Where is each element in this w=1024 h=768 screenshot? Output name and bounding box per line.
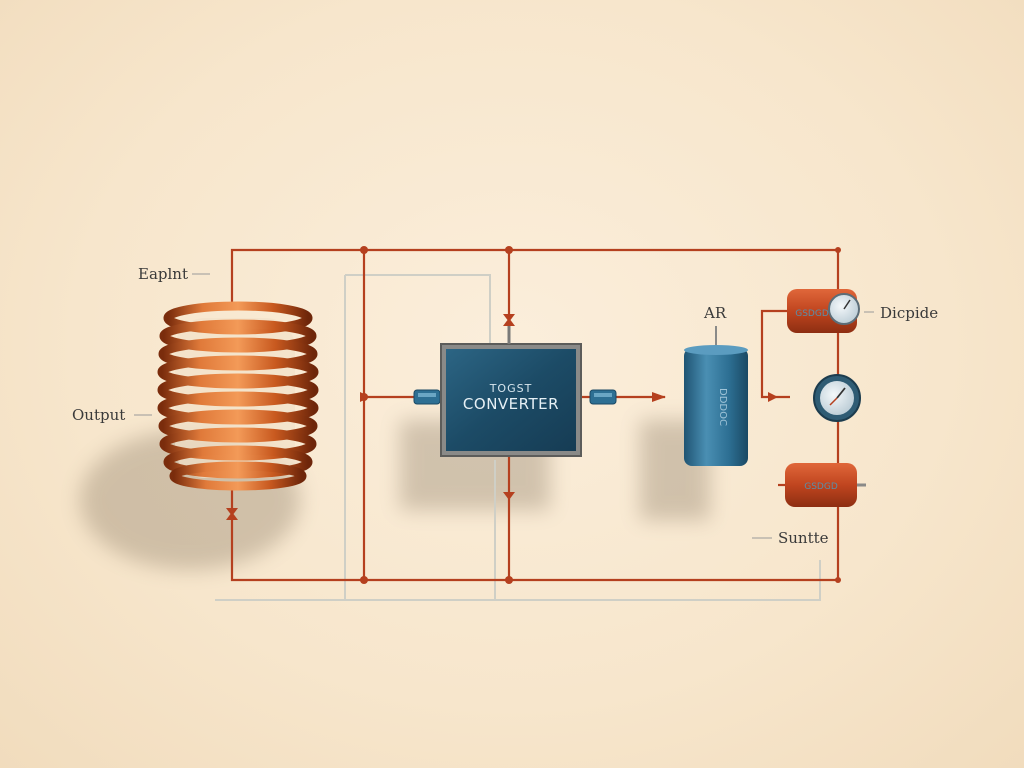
- junctions: [360, 246, 841, 584]
- wire-res-loop: [760, 309, 790, 399]
- converter-box: TOGST CONVERTER: [440, 326, 582, 457]
- converter-label-top: TOGST: [489, 382, 533, 395]
- arrow-markers: [226, 314, 778, 520]
- label-inductor-top: Eaplnt: [138, 265, 188, 283]
- capacitor: DDDOC: [684, 326, 748, 466]
- label-resistor-bottom: Suntte: [778, 529, 829, 547]
- resistor-top-text: GSDGD: [795, 309, 829, 319]
- left-connector: [413, 389, 441, 405]
- gauge-middle-icon: [813, 374, 861, 422]
- label-capacitor: AR: [703, 304, 727, 322]
- labels: Eaplnt Output AR Dicpide Suntte: [72, 265, 938, 547]
- wire-bottom: [230, 490, 840, 582]
- capacitor-text: DDDOC: [717, 388, 728, 426]
- label-resistor-top: Dicpide: [880, 304, 938, 322]
- converter-label-main: CONVERTER: [463, 395, 559, 413]
- resistor-bottom-text: GSDGD: [804, 482, 838, 492]
- resistor-bottom: GSDGD: [785, 463, 866, 507]
- inductor-coil: [157, 301, 319, 491]
- right-connector: [589, 389, 617, 405]
- resistor-top: GSDGD: [787, 289, 860, 333]
- label-inductor-side: Output: [72, 406, 125, 424]
